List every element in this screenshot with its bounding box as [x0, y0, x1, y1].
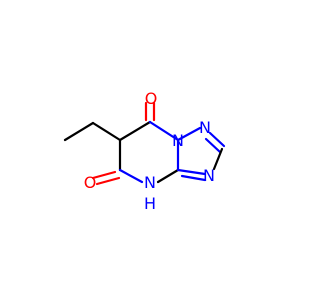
bond-c5-o2-a	[91, 170, 117, 180]
oxygen-left-label: O	[84, 173, 97, 192]
bond-ethyl-ch2	[91, 121, 122, 142]
bond-c3a-nh	[156, 168, 180, 184]
bond-c6-c7	[118, 120, 152, 142]
bond-n3-c3a-2	[180, 174, 207, 182]
bond-c5-o2-b	[95, 176, 121, 186]
bond-nh-c5	[118, 168, 144, 184]
bond-c7-n1	[148, 120, 180, 142]
nh-nitrogen-label: N	[144, 173, 156, 192]
bond-c2-n3	[212, 147, 224, 171]
bond-n1-n2	[176, 126, 202, 142]
bond-n2-c2-b	[204, 137, 222, 154]
oxygen-top-label: O	[145, 89, 158, 108]
nitrogen-upper-triazole-label: N	[199, 118, 211, 137]
bond-n3-c3a	[176, 168, 207, 176]
nitrogen-bridge-label: N	[172, 131, 184, 150]
nitrogen-lower-triazole-label: N	[203, 166, 215, 185]
bond-n2-c2-a	[208, 131, 226, 148]
bond-ethyl-ch3	[63, 121, 95, 142]
nh-hydrogen-label: H	[144, 194, 156, 213]
molecule-diagram: O O N N N N H	[63, 89, 226, 213]
